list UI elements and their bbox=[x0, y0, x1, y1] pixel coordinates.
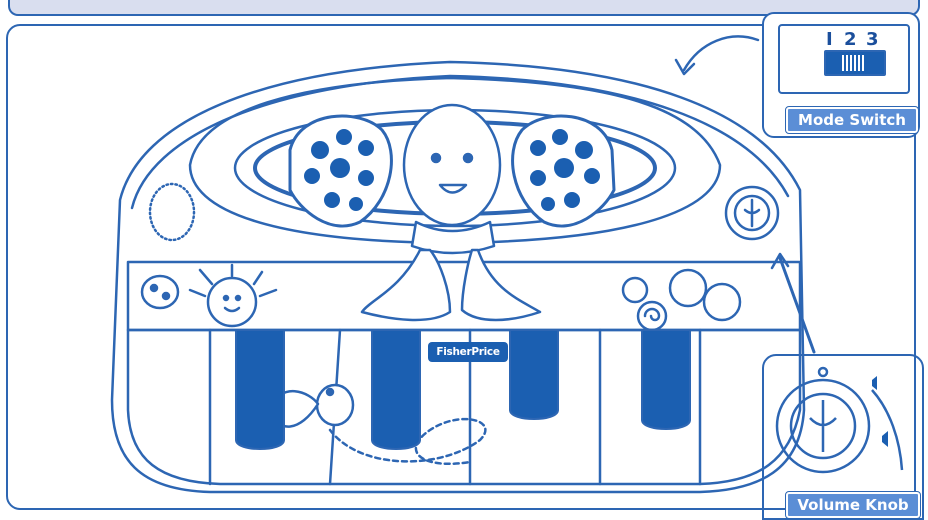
speaker-low-icon bbox=[872, 376, 877, 390]
speaker-high-icon bbox=[882, 431, 888, 447]
mode-position-1: I bbox=[826, 29, 833, 50]
octopus-head bbox=[402, 103, 502, 227]
top-bar bbox=[8, 0, 920, 16]
speaker-grille bbox=[148, 182, 196, 242]
volume-knob-label: Volume Knob bbox=[785, 491, 921, 519]
octopus-right-leg bbox=[460, 248, 542, 322]
ball-dotted bbox=[702, 282, 742, 322]
ball-striped bbox=[668, 268, 708, 308]
mode-position-3: 3 bbox=[866, 29, 879, 50]
toy-volume-knob bbox=[724, 185, 780, 241]
mode-position-2: 2 bbox=[844, 29, 857, 50]
toy-body-outline bbox=[110, 60, 806, 494]
black-key-2 bbox=[371, 329, 421, 450]
sun bbox=[206, 276, 258, 328]
illustration-frame bbox=[6, 24, 916, 510]
mode-switch-arrow bbox=[682, 35, 760, 72]
callout-knob-inner bbox=[789, 392, 857, 460]
callout-knob-outer bbox=[775, 378, 871, 474]
black-key-4 bbox=[641, 329, 691, 430]
mode-switch-label: Mode Switch bbox=[785, 106, 919, 134]
black-key-1 bbox=[235, 329, 285, 450]
black-key-3 bbox=[509, 329, 559, 420]
bee-body bbox=[315, 383, 355, 427]
switch-panel: I 2 3 bbox=[778, 24, 910, 94]
octopus-left-leg bbox=[360, 248, 452, 322]
top-housing bbox=[188, 76, 722, 245]
toy-inner-rim bbox=[130, 74, 790, 210]
volume-knob-callout bbox=[762, 354, 924, 520]
bee-flight-path bbox=[328, 417, 487, 466]
mode-switch-slider bbox=[824, 50, 886, 76]
fisher-price-logo: FisherPrice bbox=[428, 342, 508, 362]
ladybug bbox=[140, 274, 180, 310]
slider-grip bbox=[842, 55, 866, 71]
caterpillar bbox=[621, 276, 649, 304]
volume-knob-arrow bbox=[778, 256, 816, 354]
